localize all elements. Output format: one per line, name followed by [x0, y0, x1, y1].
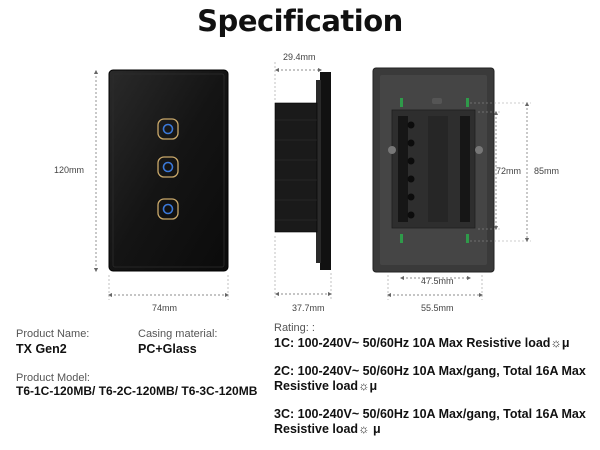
dim-back-inner-width: 47.5mm — [421, 276, 454, 286]
dim-back-outer-width: 55.5mm — [421, 303, 454, 313]
side-glass — [320, 72, 331, 270]
back-view — [372, 67, 531, 300]
rating-label: Rating: : — [274, 322, 315, 334]
rating-1c: 1C: 100-240V~ 50/60Hz 10A Max Resistive … — [274, 336, 570, 350]
rating-3c: 3C: 100-240V~ 50/60Hz 10A Max/gang, Tota… — [274, 407, 586, 436]
front-panel — [108, 69, 229, 272]
casing-label: Casing material: — [138, 328, 218, 340]
dim-side-top: 29.4mm — [283, 52, 316, 62]
model-value: T6-1C-120MB/ T6-2C-120MB/ T6-3C-120MB — [16, 384, 258, 398]
front-view — [93, 69, 230, 300]
touch-button-icon — [157, 118, 179, 140]
rating-2c: 2C: 100-240V~ 50/60Hz 10A Max/gang, Tota… — [274, 364, 586, 393]
dim-back-outer-height: 85mm — [534, 166, 559, 176]
dim-side-bottom: 37.7mm — [292, 303, 325, 313]
model-label: Product Model: — [16, 372, 90, 384]
side-view — [274, 62, 333, 300]
touch-button-icon — [157, 156, 179, 178]
page-title: Specification — [197, 4, 403, 38]
product-name-value: TX Gen2 — [16, 342, 67, 356]
casing-value: PC+Glass — [138, 342, 197, 356]
dim-front-width: 74mm — [152, 303, 177, 313]
dim-front-height: 120mm — [54, 165, 84, 175]
product-name-label: Product Name: — [16, 328, 90, 340]
dim-back-inner-height: 72mm — [496, 166, 521, 176]
touch-button-icon — [157, 198, 179, 220]
side-box — [274, 102, 318, 233]
